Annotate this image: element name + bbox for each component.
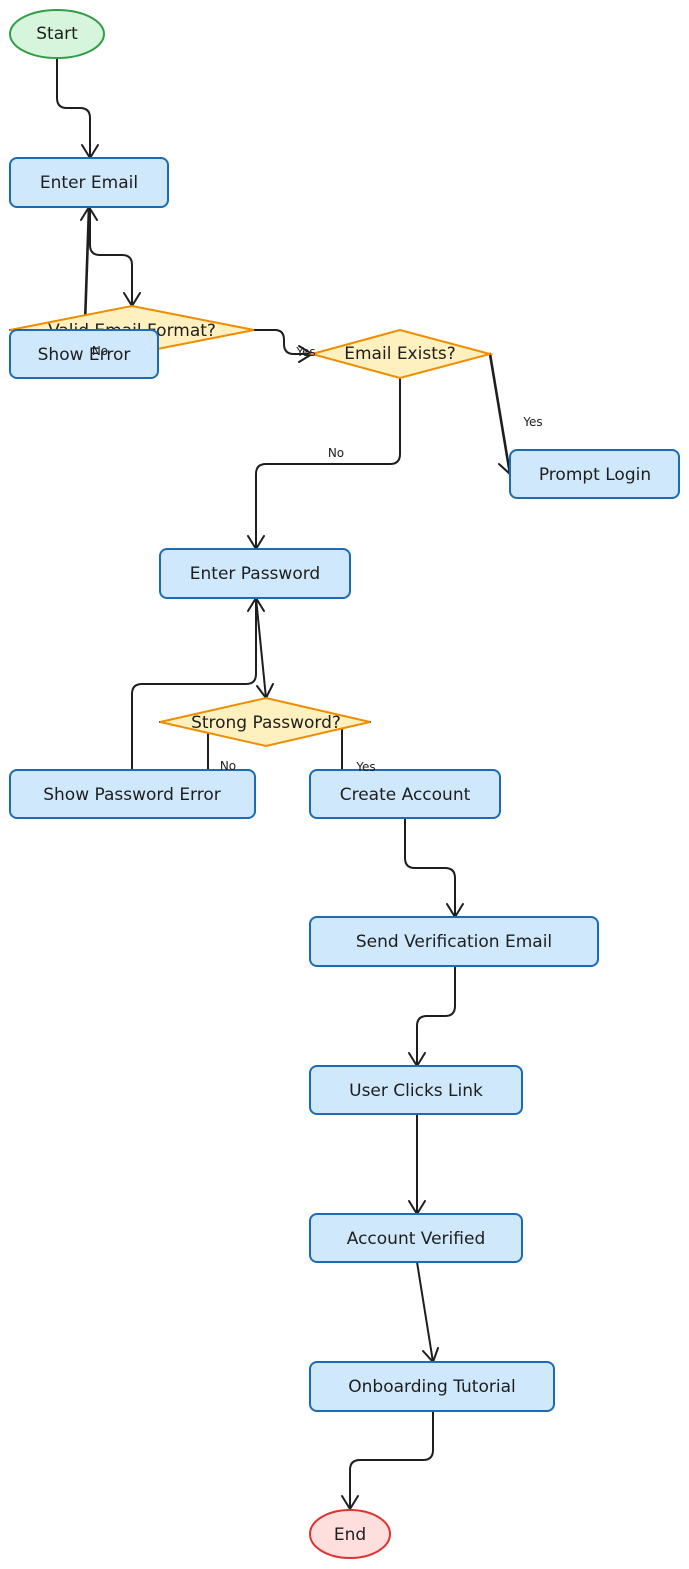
show-error-label: Show Error <box>38 345 131 365</box>
user-clicks-link-label: User Clicks Link <box>349 1081 483 1101</box>
edge-label-email-exists-yes: Yes <box>522 415 542 429</box>
edges <box>9 57 515 1510</box>
edge-label-email-format-no: No <box>92 344 108 358</box>
enter-password-label: Enter Password <box>190 564 320 584</box>
edge-label-password-yes: Yes <box>355 760 375 774</box>
onboarding-tutorial-node: Onboarding Tutorial <box>309 1361 555 1412</box>
edge-label-email-format-yes: Yes <box>295 345 315 359</box>
email-exists-label: Email Exists? <box>344 344 456 364</box>
send-verification-email-node: Send Verification Email <box>309 916 599 967</box>
edge-label-email-exists-no: No <box>328 446 344 460</box>
prompt-login-label: Prompt Login <box>539 465 651 485</box>
show-error-node: Show Error <box>9 329 159 379</box>
email-exists-decision: Email Exists? <box>308 328 494 380</box>
edge-create-account-to-send-verification <box>404 817 464 918</box>
edge-show-password-error-to-enter-password <box>131 597 265 771</box>
nodes: Start Enter Email Valid Email Format? Sh… <box>9 9 680 1559</box>
edge-onboarding-to-end <box>341 1410 434 1510</box>
edge-label-password-no: No <box>220 759 236 773</box>
edge-send-verification-to-user-clicks <box>408 965 456 1067</box>
create-account-node: Create Account <box>309 769 501 819</box>
enter-email-label: Enter Email <box>40 173 138 193</box>
edge-labels: No Yes No Yes No Yes <box>92 344 543 774</box>
account-verified-label: Account Verified <box>347 1229 485 1249</box>
edge-start-to-enter-email <box>56 57 99 159</box>
edge-account-verified-to-onboarding <box>416 1261 439 1363</box>
create-account-label: Create Account <box>340 785 471 805</box>
account-verified-node: Account Verified <box>309 1213 523 1263</box>
prompt-login-node: Prompt Login <box>509 449 680 499</box>
start-label: Start <box>36 24 78 44</box>
send-verification-email-label: Send Verification Email <box>356 932 552 952</box>
enter-email-node: Enter Email <box>9 157 169 208</box>
user-clicks-link-node: User Clicks Link <box>309 1065 523 1115</box>
end-label: End <box>334 1525 366 1545</box>
strong-password-decision: Strong Password? <box>159 696 371 748</box>
onboarding-tutorial-label: Onboarding Tutorial <box>348 1377 515 1397</box>
edge-email-exists-no-to-enter-password <box>247 377 401 550</box>
enter-password-node: Enter Password <box>159 548 351 599</box>
strong-password-label: Strong Password? <box>191 713 341 733</box>
show-password-error-label: Show Password Error <box>43 785 221 805</box>
edge-enter-email-to-valid-format <box>89 206 141 307</box>
edge-user-clicks-to-account-verified <box>408 1113 426 1215</box>
show-password-error-node: Show Password Error <box>9 769 256 819</box>
start-node: Start <box>9 9 105 59</box>
edge-enter-password-to-strong-password <box>255 597 274 699</box>
end-node: End <box>309 1509 391 1559</box>
